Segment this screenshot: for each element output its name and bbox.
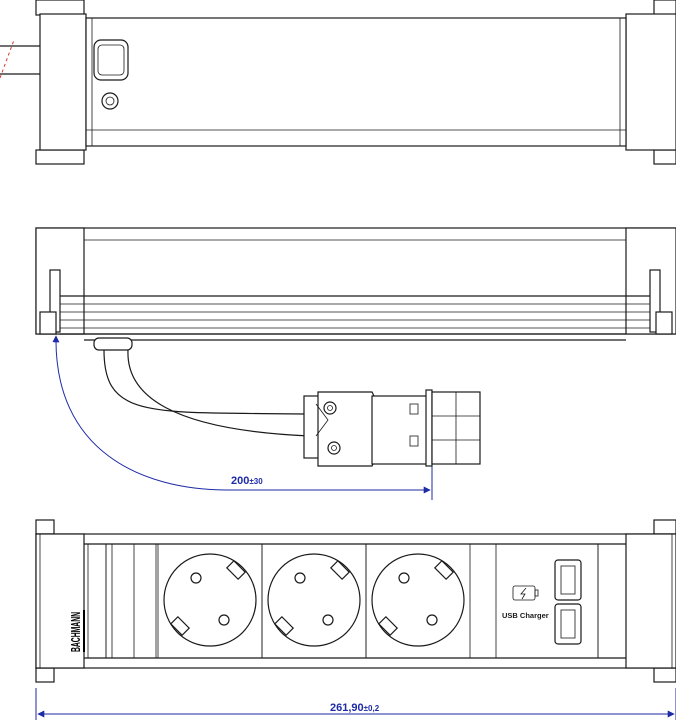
cable-length-dimension: 200±30 bbox=[231, 475, 263, 487]
hidden-line bbox=[0, 39, 15, 79]
foot-bottom-left bbox=[35, 149, 85, 165]
cable bbox=[103, 349, 311, 415]
gst-connector bbox=[303, 389, 481, 467]
top-view bbox=[0, 0, 676, 165]
foot-top-left bbox=[35, 0, 85, 16]
usb-charger-label: USB Charger bbox=[502, 611, 549, 620]
overall-length-dimension: 261,90±0,2 bbox=[330, 702, 380, 714]
front-end-cap-right bbox=[625, 533, 676, 669]
foot-top-right bbox=[653, 0, 676, 16]
side-view: 200±30 bbox=[35, 227, 676, 500]
end-cap-right bbox=[625, 13, 676, 151]
usb-port-lower bbox=[554, 603, 582, 645]
brand-logo: BACHMANN bbox=[68, 610, 85, 652]
front-housing bbox=[35, 533, 676, 669]
housing-body bbox=[85, 17, 627, 147]
cable-gland bbox=[93, 39, 129, 81]
rail-body bbox=[35, 227, 676, 335]
end-cap-left bbox=[39, 13, 87, 151]
clamp-right bbox=[649, 269, 661, 333]
front-view: USB Charger BACHMANN 261,90±0,2 bbox=[35, 519, 676, 720]
indicator-lamp bbox=[101, 92, 119, 110]
schuko-outlet bbox=[157, 543, 263, 659]
schuko-outlet bbox=[365, 543, 471, 659]
schuko-outlet bbox=[261, 543, 367, 659]
cable-outlet bbox=[93, 337, 133, 351]
foot-bottom-right bbox=[653, 149, 676, 165]
svg-text:BACHMANN: BACHMANN bbox=[68, 612, 83, 652]
usb-port-upper bbox=[554, 559, 582, 601]
front-end-cap-left bbox=[35, 533, 85, 669]
